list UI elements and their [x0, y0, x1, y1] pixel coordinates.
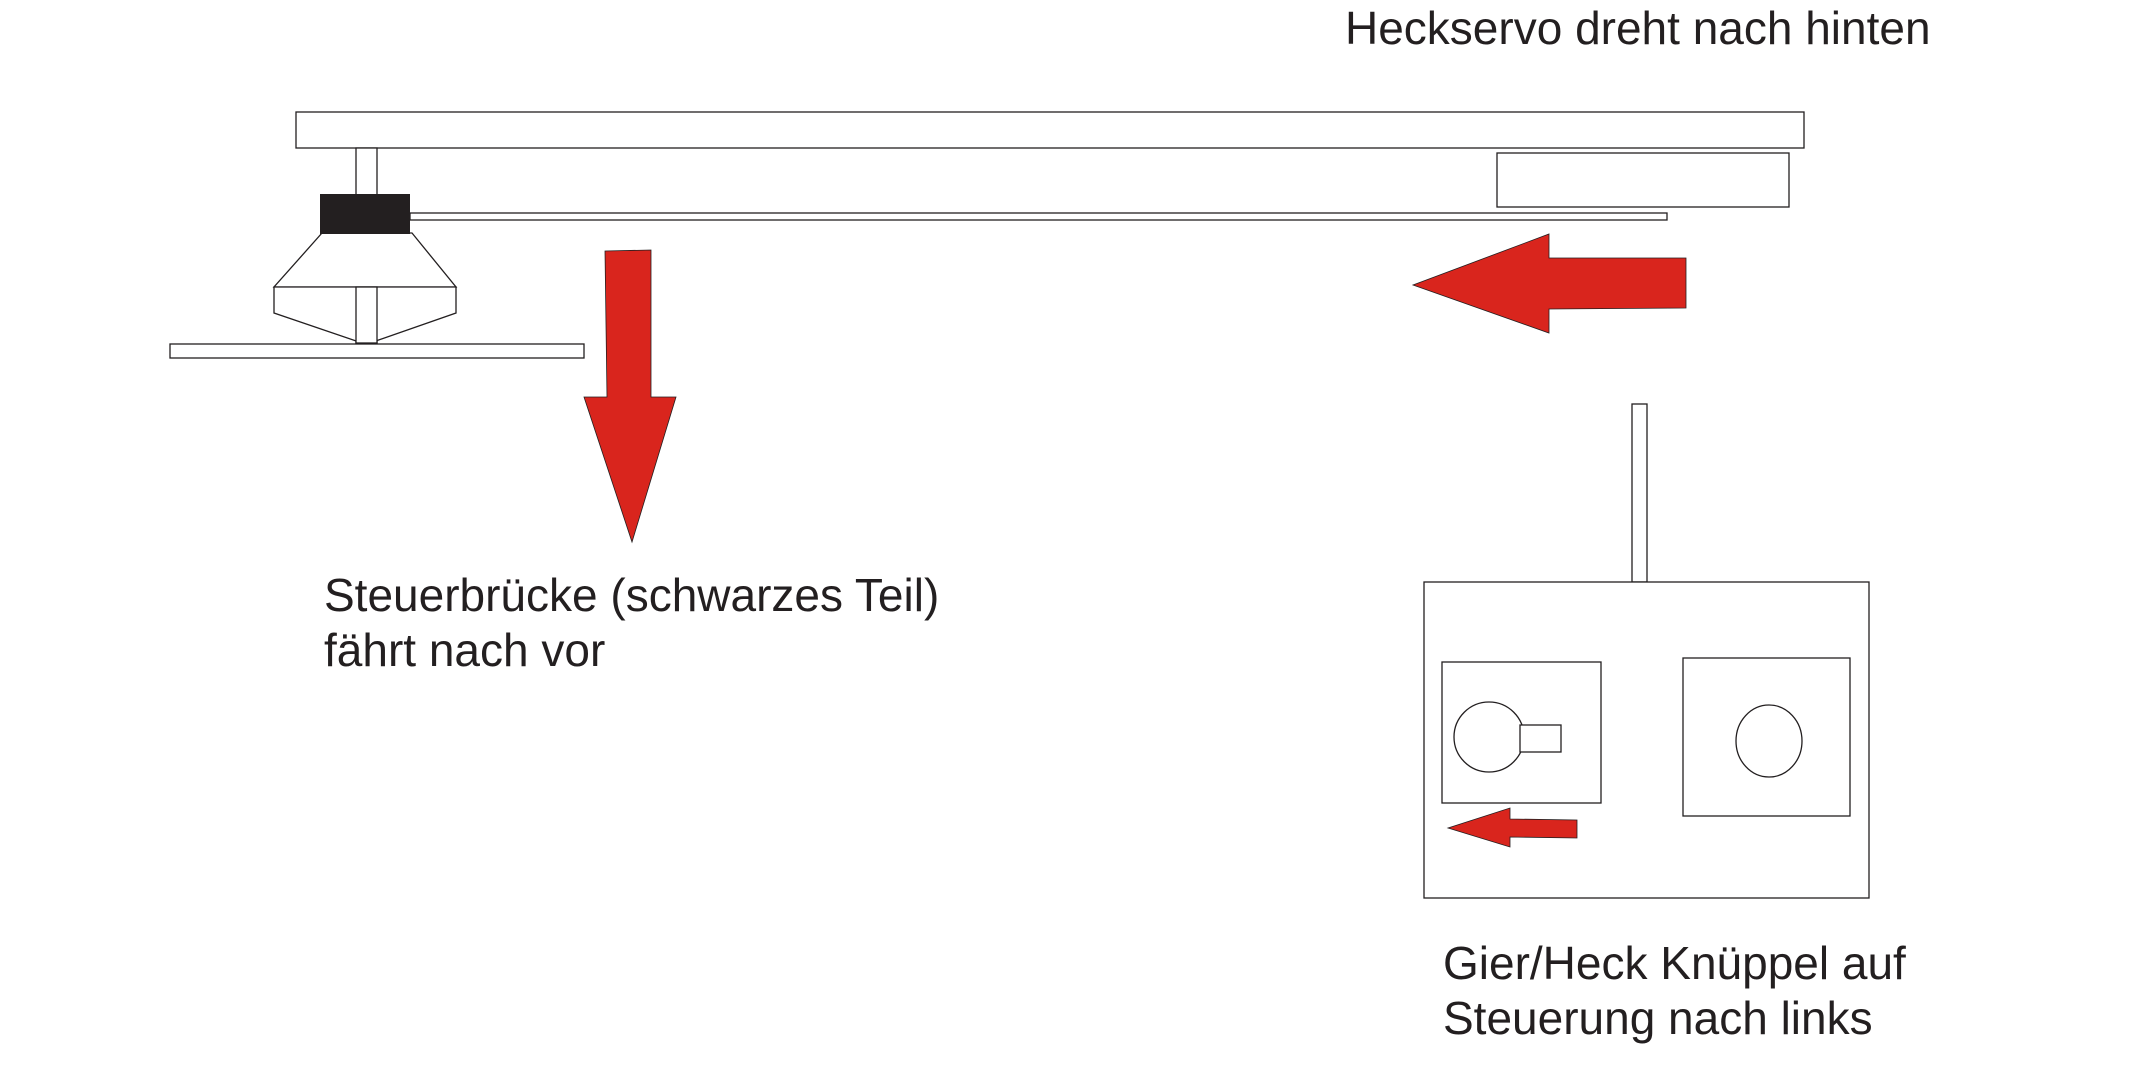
left-stick-knob [1453, 701, 1525, 773]
control-bridge-label: Steuerbrücke (schwarzes Teil) fährt nach… [324, 568, 939, 678]
tail-rotor-shaft-lower [355, 286, 378, 344]
stick-label-line1: Gier/Heck Knüppel auf [1443, 937, 1906, 989]
pitch-linkage [272, 232, 458, 288]
arrow-left-icon [1411, 233, 1687, 334]
right-stick-knob [1735, 704, 1803, 778]
left-stick-lever [1519, 724, 1562, 753]
tail-servo-label: Heckservo dreht nach hinten [1345, 1, 1931, 56]
control-bridge-label-line1: Steuerbrücke (schwarzes Teil) [324, 569, 940, 621]
tail-boom [295, 111, 1805, 149]
arrow-left-icon [1446, 807, 1578, 848]
control-bridge-label-line2: fährt nach vor [324, 624, 606, 676]
control-bridge [320, 194, 410, 234]
stick-label: Gier/Heck Knüppel auf Steuerung nach lin… [1443, 936, 1906, 1046]
transmitter-antenna [1631, 403, 1648, 583]
arrow-down-icon [583, 249, 677, 544]
tail-servo-label-text: Heckservo dreht nach hinten [1345, 2, 1931, 54]
stick-label-line2: Steuerung nach links [1443, 992, 1873, 1044]
pushrod [409, 212, 1668, 221]
tail-rotor-blade [169, 343, 585, 359]
tail-servo [1496, 152, 1790, 208]
